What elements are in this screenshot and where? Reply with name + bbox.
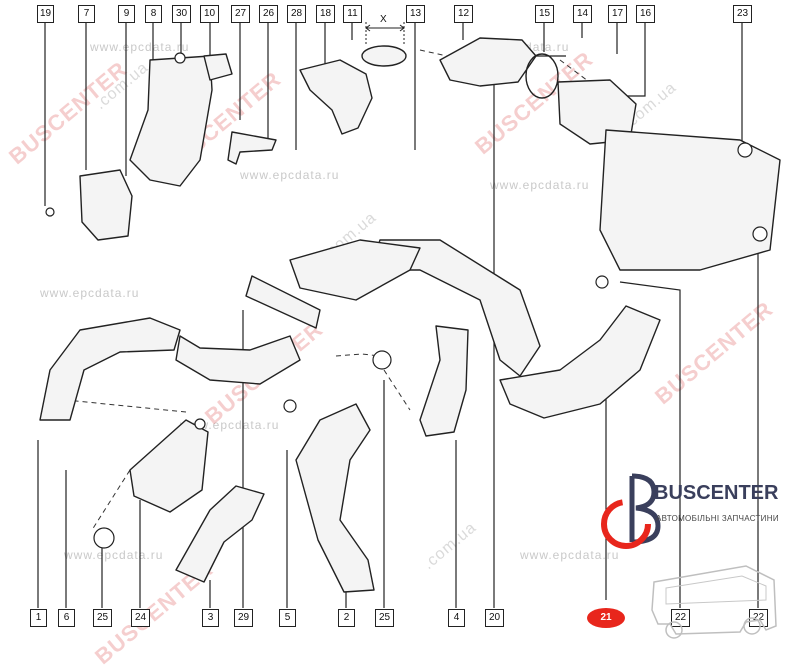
- part-grommet: [737, 142, 753, 158]
- callout-5: 5: [279, 609, 296, 627]
- watermark-epcdata: www.epcdata.ru: [490, 178, 590, 192]
- parts-drawing: [37, 22, 781, 608]
- callout-12: 12: [454, 5, 473, 23]
- part-hose-middle: [295, 403, 375, 593]
- watermark-epcdata: www.epcdata.ru: [240, 168, 340, 182]
- callout-24: 24: [131, 609, 150, 627]
- watermark-epcdata: www.epcdata.ru: [520, 548, 620, 562]
- buscenter-logo: BUSCENTER АВТОМОБІЛЬНІ ЗАПЧАСТИНИ: [596, 470, 800, 656]
- dashed-guide: [383, 369, 411, 411]
- part-main-hose: [39, 317, 181, 421]
- callout-30: 30: [172, 5, 191, 23]
- callout-26: 26: [259, 5, 278, 23]
- part-hose-intercooler: [419, 325, 469, 437]
- part-grommet: [752, 226, 768, 242]
- part-clamp: [93, 527, 115, 549]
- callout-7: 7: [78, 5, 95, 23]
- part-intake-pipe: [129, 55, 213, 187]
- callout-13: 13: [406, 5, 425, 23]
- leader-line-16: [620, 22, 646, 97]
- part-support-bracket: [129, 419, 209, 513]
- dashed-guide: [91, 429, 201, 531]
- part-clamp: [372, 350, 392, 370]
- callout-3: 3: [202, 609, 219, 627]
- callout-19: 19: [37, 5, 54, 23]
- leader-line-22a: [619, 281, 681, 608]
- part-clamp: [361, 45, 407, 67]
- part-egr-valve: [299, 59, 373, 135]
- callout-6: 6: [58, 609, 75, 627]
- part-bolt: [45, 207, 55, 217]
- part-air-duct: [289, 239, 421, 301]
- callout-16: 16: [636, 5, 655, 23]
- callout-27: 27: [231, 5, 250, 23]
- part-charge-pipe-lower: [499, 305, 661, 419]
- part-bracket: [227, 131, 277, 165]
- callout-11: 11: [343, 5, 362, 23]
- part-grommet: [595, 275, 609, 289]
- part-hose-bend: [175, 335, 301, 385]
- callout-10: 10: [200, 5, 219, 23]
- callout-25: 25: [93, 609, 112, 627]
- callout-18: 18: [316, 5, 335, 23]
- callout-15: 15: [535, 5, 554, 23]
- watermark-epcdata: www.epcdata.ru: [90, 40, 190, 54]
- callout-21-highlighted: 21: [587, 608, 625, 628]
- logo-brand-text: BUSCENTER: [654, 482, 779, 504]
- callout-17: 17: [608, 5, 627, 23]
- callout-29: 29: [234, 609, 253, 627]
- part-filter-element: [245, 275, 321, 329]
- callout-25: 25: [375, 609, 394, 627]
- part-hose: [439, 37, 537, 87]
- dashed-guide: [335, 353, 381, 357]
- part-clip: [194, 418, 206, 430]
- callout-23: 23: [733, 5, 752, 23]
- callout-1: 1: [30, 609, 47, 627]
- watermark-epcdata: www.epcdata.ru: [40, 286, 140, 300]
- callout-14: 14: [573, 5, 592, 23]
- callout-20: 20: [485, 609, 504, 627]
- part-intercooler: [599, 129, 781, 271]
- callout-9: 9: [118, 5, 135, 23]
- dimension-label: X: [380, 14, 387, 25]
- part-seal-ring: [525, 53, 559, 99]
- watermark-epcdata: www.epcdata.ru: [64, 548, 164, 562]
- callout-4: 4: [448, 609, 465, 627]
- callout-2: 2: [338, 609, 355, 627]
- logo-mark: [601, 473, 777, 639]
- part-clip: [283, 399, 297, 413]
- parts-diagram: www.epcdata.ru www.epcdata.ru www.epcdat…: [4, 5, 800, 669]
- callout-28: 28: [287, 5, 306, 23]
- part-bolt: [174, 52, 186, 64]
- callout-8: 8: [145, 5, 162, 23]
- part-hose-lower: [175, 485, 265, 583]
- part-throttle-body: [79, 169, 133, 241]
- part-flange: [203, 53, 233, 81]
- logo-tagline: АВТОМОБІЛЬНІ ЗАПЧАСТИНИ: [656, 514, 779, 523]
